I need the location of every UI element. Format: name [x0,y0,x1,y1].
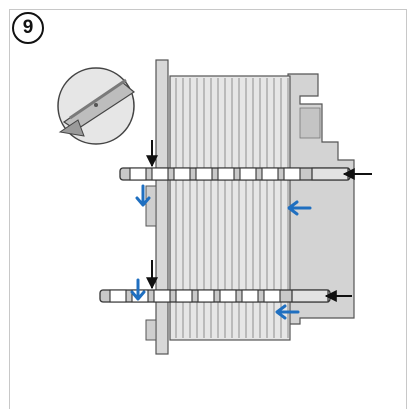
blue-arrow-left-middle [287,200,312,216]
step-number: 9 [22,17,34,38]
blue-arrow-left-lower [275,304,300,320]
blue-arrow-down-upper [135,184,151,207]
blue-arrow-down-lower [130,278,146,301]
rod-segment [129,167,147,181]
rod-segment [173,167,191,181]
rod-segment [175,289,193,303]
upper-rod [119,167,351,181]
rod-segment [153,289,171,303]
step-number-badge: 9 [12,12,44,44]
rod-segment [261,167,279,181]
rod-segment [197,289,215,303]
rod-segment [263,289,281,303]
rod-segment [283,167,301,181]
blue-arrows [130,184,312,320]
rod-segment [151,167,169,181]
rod-segment [239,167,257,181]
figure-frame [9,9,407,409]
rod-segment [109,289,127,303]
lower-rod [99,289,331,303]
housing-body [287,73,355,325]
rod-segment [195,167,213,181]
flange-plate [145,59,169,355]
rod-segment [219,289,237,303]
rod-segment [217,167,235,181]
rod-segment [241,289,259,303]
black-arrows [146,140,372,302]
wedge-tool-detail-icon [57,67,136,145]
